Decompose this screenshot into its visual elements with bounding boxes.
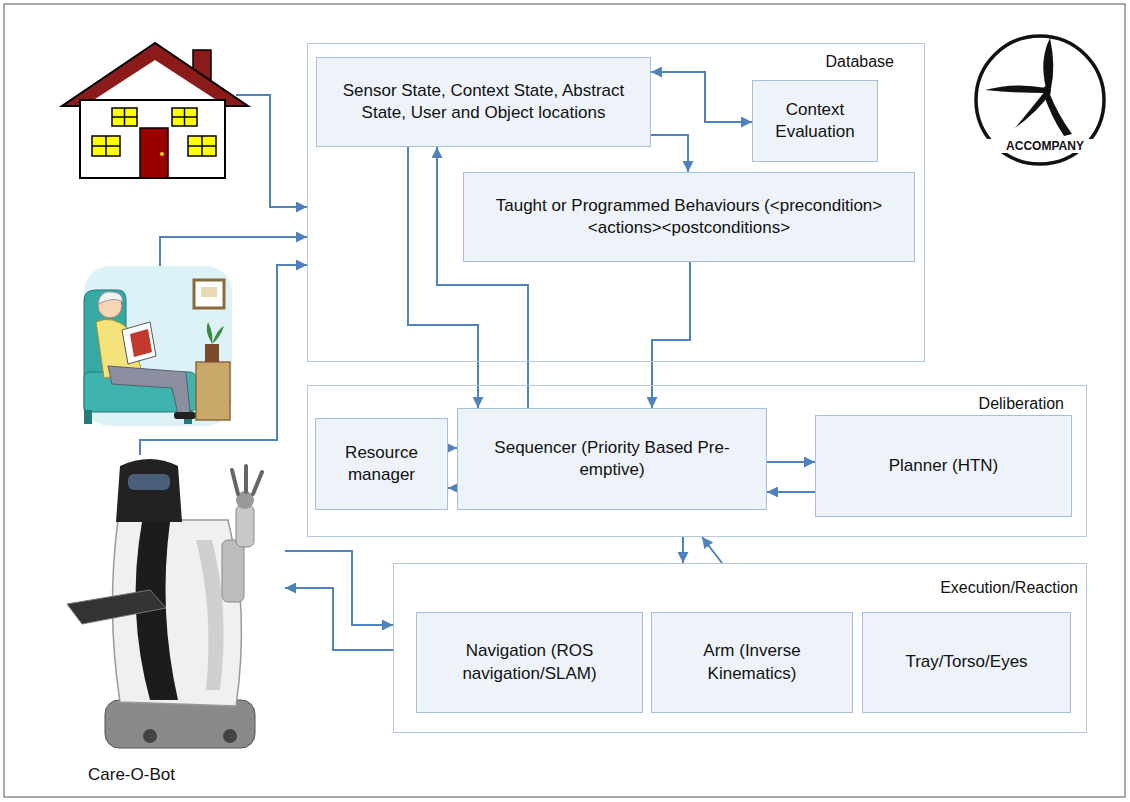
layer-heading: Deliberation: [979, 394, 1064, 413]
layer-panel: DeliberationResource manager Sequencer (P…: [307, 385, 1087, 537]
layer-heading: Execution/Reaction: [940, 578, 1078, 597]
process-box: Navigation (ROS navigation/SLAM): [416, 612, 643, 713]
process-box: Tray/Torso/Eyes: [862, 612, 1071, 713]
box-label: Planner (HTN): [889, 455, 999, 477]
box-label: Navigation (ROS navigation/SLAM): [427, 640, 632, 684]
box-label: Sequencer (Priority Based Pre-emptive): [468, 437, 756, 481]
process-box: Planner (HTN): [815, 415, 1072, 517]
connector-arrow: [448, 447, 457, 449]
connector-arrow: [767, 491, 815, 493]
logo-wordmark: ACCOMPANY: [985, 139, 1105, 153]
outer-frame: [4, 4, 1125, 797]
accompany-logo: [976, 36, 1104, 164]
process-box: Sequencer (Priority Based Pre-emptive): [457, 408, 767, 510]
connector-arrow: [651, 135, 688, 172]
layer-panel: DatabaseSensor State, Context State, Abs…: [307, 43, 925, 362]
robot-figure: Care-O-Bot: [60, 455, 285, 785]
box-label: Context Evaluation: [763, 99, 867, 143]
connector-arrow: [651, 72, 752, 122]
box-label: Sensor State, Context State, Abstract St…: [327, 80, 640, 124]
connector-arrow: [682, 537, 684, 563]
box-label: Tray/Torso/Eyes: [905, 651, 1027, 673]
input-line: [160, 237, 307, 266]
process-box: Context Evaluation: [752, 80, 878, 162]
input-line: [236, 95, 307, 207]
connector-arrow: [767, 461, 815, 463]
connector-arrow: [448, 487, 457, 489]
process-box: Arm (Inverse Kinematics): [651, 612, 853, 713]
elderly-person-illustration: [84, 266, 232, 426]
connector-arrow: [140, 265, 307, 455]
layer-heading: Database: [826, 52, 895, 71]
robot-caption: Care-O-Bot: [88, 765, 175, 785]
house-illustration: [62, 43, 248, 178]
box-label: Arm (Inverse Kinematics): [662, 640, 842, 684]
process-box: Sensor State, Context State, Abstract St…: [316, 57, 651, 147]
box-label: Taught or Programmed Behaviours (<precon…: [474, 195, 904, 239]
connector-arrow: [285, 588, 393, 650]
layer-panel: Execution/ReactionNavigation (ROS naviga…: [393, 563, 1087, 733]
box-label: Resource manager: [326, 442, 437, 486]
robot-illustration: [67, 459, 262, 748]
process-box: Taught or Programmed Behaviours (<precon…: [463, 172, 915, 262]
connector-arrow: [652, 262, 690, 408]
connector-arrow: [702, 537, 722, 563]
process-box: Resource manager: [315, 418, 448, 510]
